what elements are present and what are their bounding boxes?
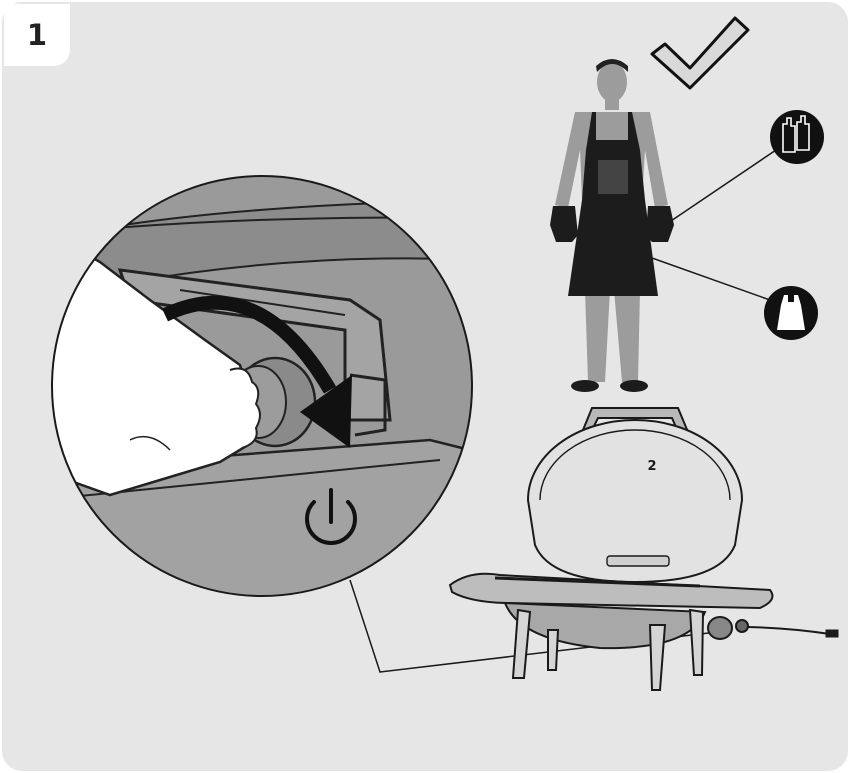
grill-lid-badge: 2 <box>647 459 656 474</box>
glove-left <box>550 206 578 242</box>
apron-icon <box>764 286 818 340</box>
gloves-icon <box>770 110 824 164</box>
step-number: 1 <box>27 18 47 52</box>
glove-right <box>646 206 674 242</box>
step-number-badge: 1 <box>4 4 70 66</box>
